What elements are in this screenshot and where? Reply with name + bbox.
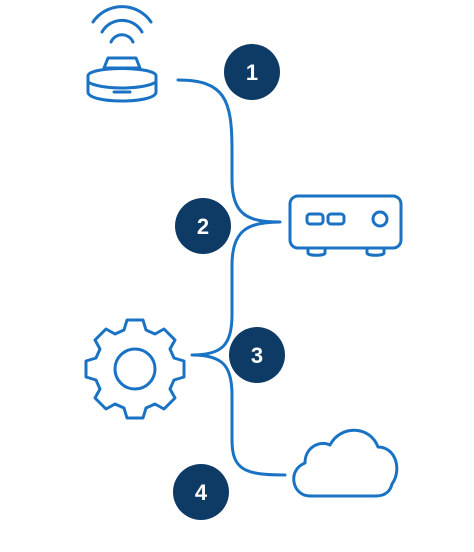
step-badge-2: 2 <box>175 198 231 254</box>
gear-icon <box>84 318 186 420</box>
step-badge-3: 3 <box>229 327 285 383</box>
wireless-sensor-icon <box>86 5 158 103</box>
step-number-4: 4 <box>195 480 208 505</box>
step-number-3: 3 <box>251 343 263 368</box>
cloud-icon <box>292 428 399 498</box>
step-badge-1: 1 <box>224 44 280 100</box>
connector-line <box>176 78 287 477</box>
gateway-device-icon <box>288 194 403 257</box>
step-number-2: 2 <box>197 214 209 239</box>
step-number-1: 1 <box>246 60 258 85</box>
step-badge-4: 4 <box>173 464 229 520</box>
